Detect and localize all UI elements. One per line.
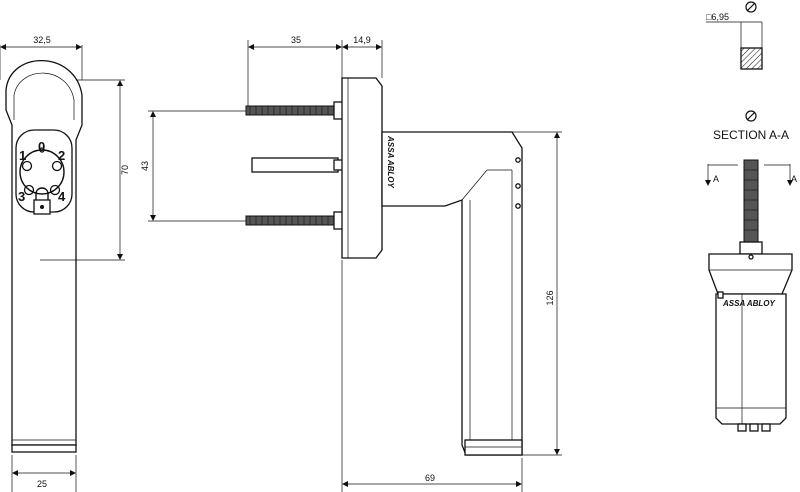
dim-base-width-text: 25	[37, 479, 47, 489]
dim-spindle-text: 35	[291, 35, 301, 45]
dimension-base-width: 25	[11, 455, 77, 492]
handle-front-outline	[5, 60, 83, 446]
section-marker-left: A	[705, 164, 738, 186]
screw-bottom	[245, 211, 344, 230]
svg-text:A: A	[791, 174, 797, 184]
position-label-2: 2	[58, 148, 65, 163]
position-label-1: 1	[19, 148, 26, 163]
dimension-spindle: 35 14,9	[247, 35, 383, 110]
position-dial	[19, 149, 65, 195]
section-title: SECTION A-A	[713, 128, 789, 142]
rose-side	[341, 77, 383, 259]
square-spindle-section	[740, 47, 763, 70]
dim-front-height-text: 70	[120, 165, 130, 175]
front-view: 32,5 1 0 2 3 4 70	[0, 35, 130, 492]
position-label-4: 4	[58, 189, 66, 204]
section-rose	[708, 253, 793, 295]
svg-text:A: A	[713, 174, 719, 184]
dim-rose-depth-text: 14,9	[353, 35, 371, 45]
section-spindle	[743, 159, 759, 246]
dimension-screw-spacing: 43	[140, 110, 246, 222]
square-size-text: □6,95	[706, 12, 729, 22]
dimension-front-width: 32,5	[0, 35, 83, 80]
screw-top	[245, 101, 344, 120]
brand-logo-section: ASSA ABLOY	[722, 299, 776, 308]
dimension-handle-height: 126	[512, 131, 562, 456]
position-label-3: 3	[18, 189, 25, 204]
dim-screw-spacing-text: 43	[140, 161, 150, 171]
brand-logo-side: ASSA ABLOY	[386, 135, 395, 189]
section-marker-right: A	[764, 164, 797, 186]
dimension-front-height: 70	[40, 79, 130, 261]
section-body	[715, 293, 787, 425]
position-label-0: 0	[38, 139, 45, 154]
dim-handle-length-text: 69	[425, 473, 435, 483]
section-detail: □6,95 SECTION A-A A A	[705, 1, 797, 432]
dim-front-width-text: 32,5	[33, 35, 51, 45]
spindle	[251, 157, 344, 173]
dimension-handle-length: 69	[341, 260, 523, 492]
handle-side-neck	[381, 131, 523, 456]
side-view: 35 14,9	[140, 35, 562, 492]
dim-handle-height-text: 126	[545, 290, 555, 305]
